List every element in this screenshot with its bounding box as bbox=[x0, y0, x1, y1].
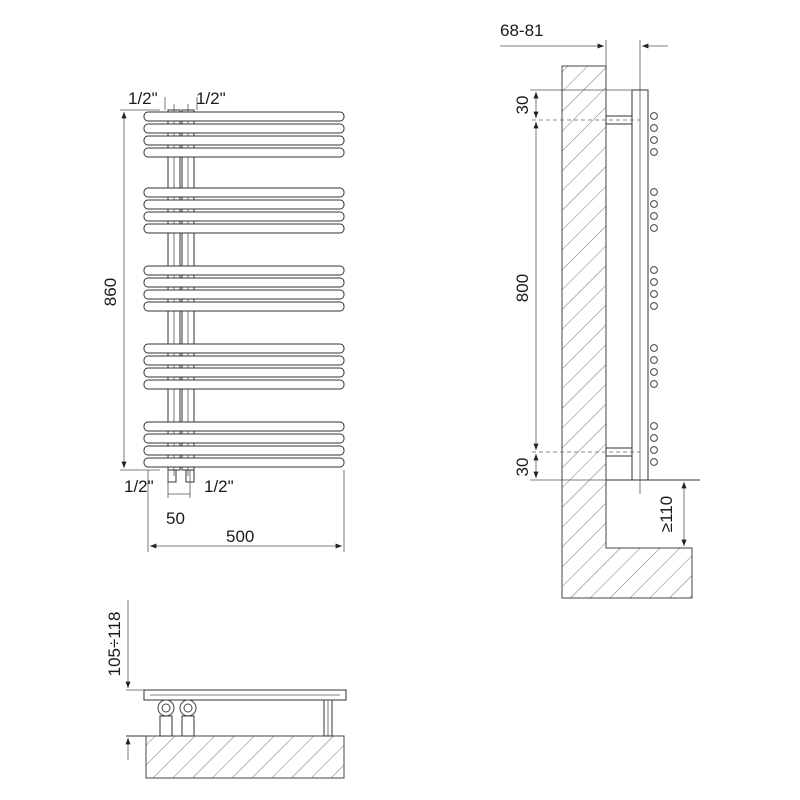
bar-end-circle bbox=[650, 458, 658, 466]
depth-dimension: 105÷118 bbox=[105, 600, 144, 760]
bar-end-circle bbox=[650, 290, 658, 298]
depth-label: 105÷118 bbox=[105, 612, 124, 677]
bar-end-circle bbox=[650, 200, 658, 208]
radiator-bar bbox=[143, 355, 345, 366]
radiator-bar bbox=[143, 421, 345, 432]
radiator-bottom-profile bbox=[143, 689, 347, 737]
radiator-bar bbox=[143, 265, 345, 276]
valve-connections bbox=[157, 699, 197, 737]
pipe-label-bottom-left: 1/2" bbox=[124, 477, 154, 496]
vertical-dimensions: 30 800 30 bbox=[513, 89, 632, 481]
wall-section bbox=[561, 65, 700, 599]
width-label: 500 bbox=[226, 527, 254, 546]
wall-offset-dimension: 68-81 bbox=[500, 21, 668, 90]
bar-end-circle bbox=[650, 124, 658, 132]
radiator-bars bbox=[143, 111, 345, 468]
radiator-bar bbox=[143, 301, 345, 312]
radiator-bar bbox=[143, 223, 345, 234]
pipe-spacing-label: 50 bbox=[166, 509, 185, 528]
bar-end-circle bbox=[650, 224, 658, 232]
bottom-view: 105÷118 bbox=[105, 600, 347, 779]
bar-end-circle bbox=[650, 344, 658, 352]
radiator-bar bbox=[143, 367, 345, 378]
radiator-bar bbox=[143, 187, 345, 198]
radiator-bar bbox=[143, 211, 345, 222]
pipe-label-top-left: 1/2" bbox=[128, 89, 158, 108]
height-label: 860 bbox=[101, 278, 120, 306]
bar-end-circle bbox=[650, 112, 658, 120]
radiator-bar bbox=[143, 277, 345, 288]
bar-end-circles bbox=[650, 112, 658, 466]
bar-end-circle bbox=[650, 446, 658, 454]
bar-end-circle bbox=[650, 422, 658, 430]
radiator-bar bbox=[143, 289, 345, 300]
bar-end-circle bbox=[650, 188, 658, 196]
bar-end-circle bbox=[650, 380, 658, 388]
bar-end-circle bbox=[650, 148, 658, 156]
floor-clearance-label: ≥110 bbox=[657, 496, 676, 532]
bar-end-circle bbox=[650, 302, 658, 310]
bottom-margin-label: 30 bbox=[513, 458, 532, 477]
radiator-bar bbox=[143, 433, 345, 444]
bar-end-circle bbox=[650, 356, 658, 364]
radiator-bar bbox=[143, 111, 345, 122]
height-dimension: 860 bbox=[101, 109, 160, 471]
bar-end-circle bbox=[650, 434, 658, 442]
side-view: 68-81 30 800 30 ≥110 bbox=[500, 21, 700, 599]
radiator-bar bbox=[143, 147, 345, 158]
pipe-spacing-dimension: 50 bbox=[166, 470, 191, 528]
bar-end-circle bbox=[650, 278, 658, 286]
radiator-bar bbox=[143, 445, 345, 456]
pipe-label-bottom-right: 1/2" bbox=[204, 477, 234, 496]
top-margin-label: 30 bbox=[513, 96, 532, 115]
radiator-bar bbox=[143, 457, 345, 468]
wall-bracket-top bbox=[532, 115, 640, 125]
bar-end-circle bbox=[650, 212, 658, 220]
bar-end-circle bbox=[650, 368, 658, 376]
pipe-label-top-right: 1/2" bbox=[196, 89, 226, 108]
mount-spacing-label: 800 bbox=[513, 274, 532, 302]
front-view: 1/2" 1/2" 1/2" 1/2" 860 50 500 bbox=[101, 89, 345, 552]
wall-bracket-bottom bbox=[532, 447, 640, 457]
radiator-side-profile bbox=[631, 89, 649, 481]
wall-offset-label: 68-81 bbox=[500, 21, 543, 40]
floor-section bbox=[126, 735, 345, 779]
radiator-bar bbox=[143, 199, 345, 210]
bar-end-circle bbox=[650, 136, 658, 144]
floor-clearance-dimension: ≥110 bbox=[639, 480, 687, 546]
radiator-bar bbox=[143, 135, 345, 146]
bar-end-circle bbox=[650, 266, 658, 274]
radiator-bar bbox=[143, 379, 345, 390]
radiator-bar bbox=[143, 123, 345, 134]
width-dimension: 500 bbox=[147, 470, 345, 552]
radiator-bar bbox=[143, 343, 345, 354]
